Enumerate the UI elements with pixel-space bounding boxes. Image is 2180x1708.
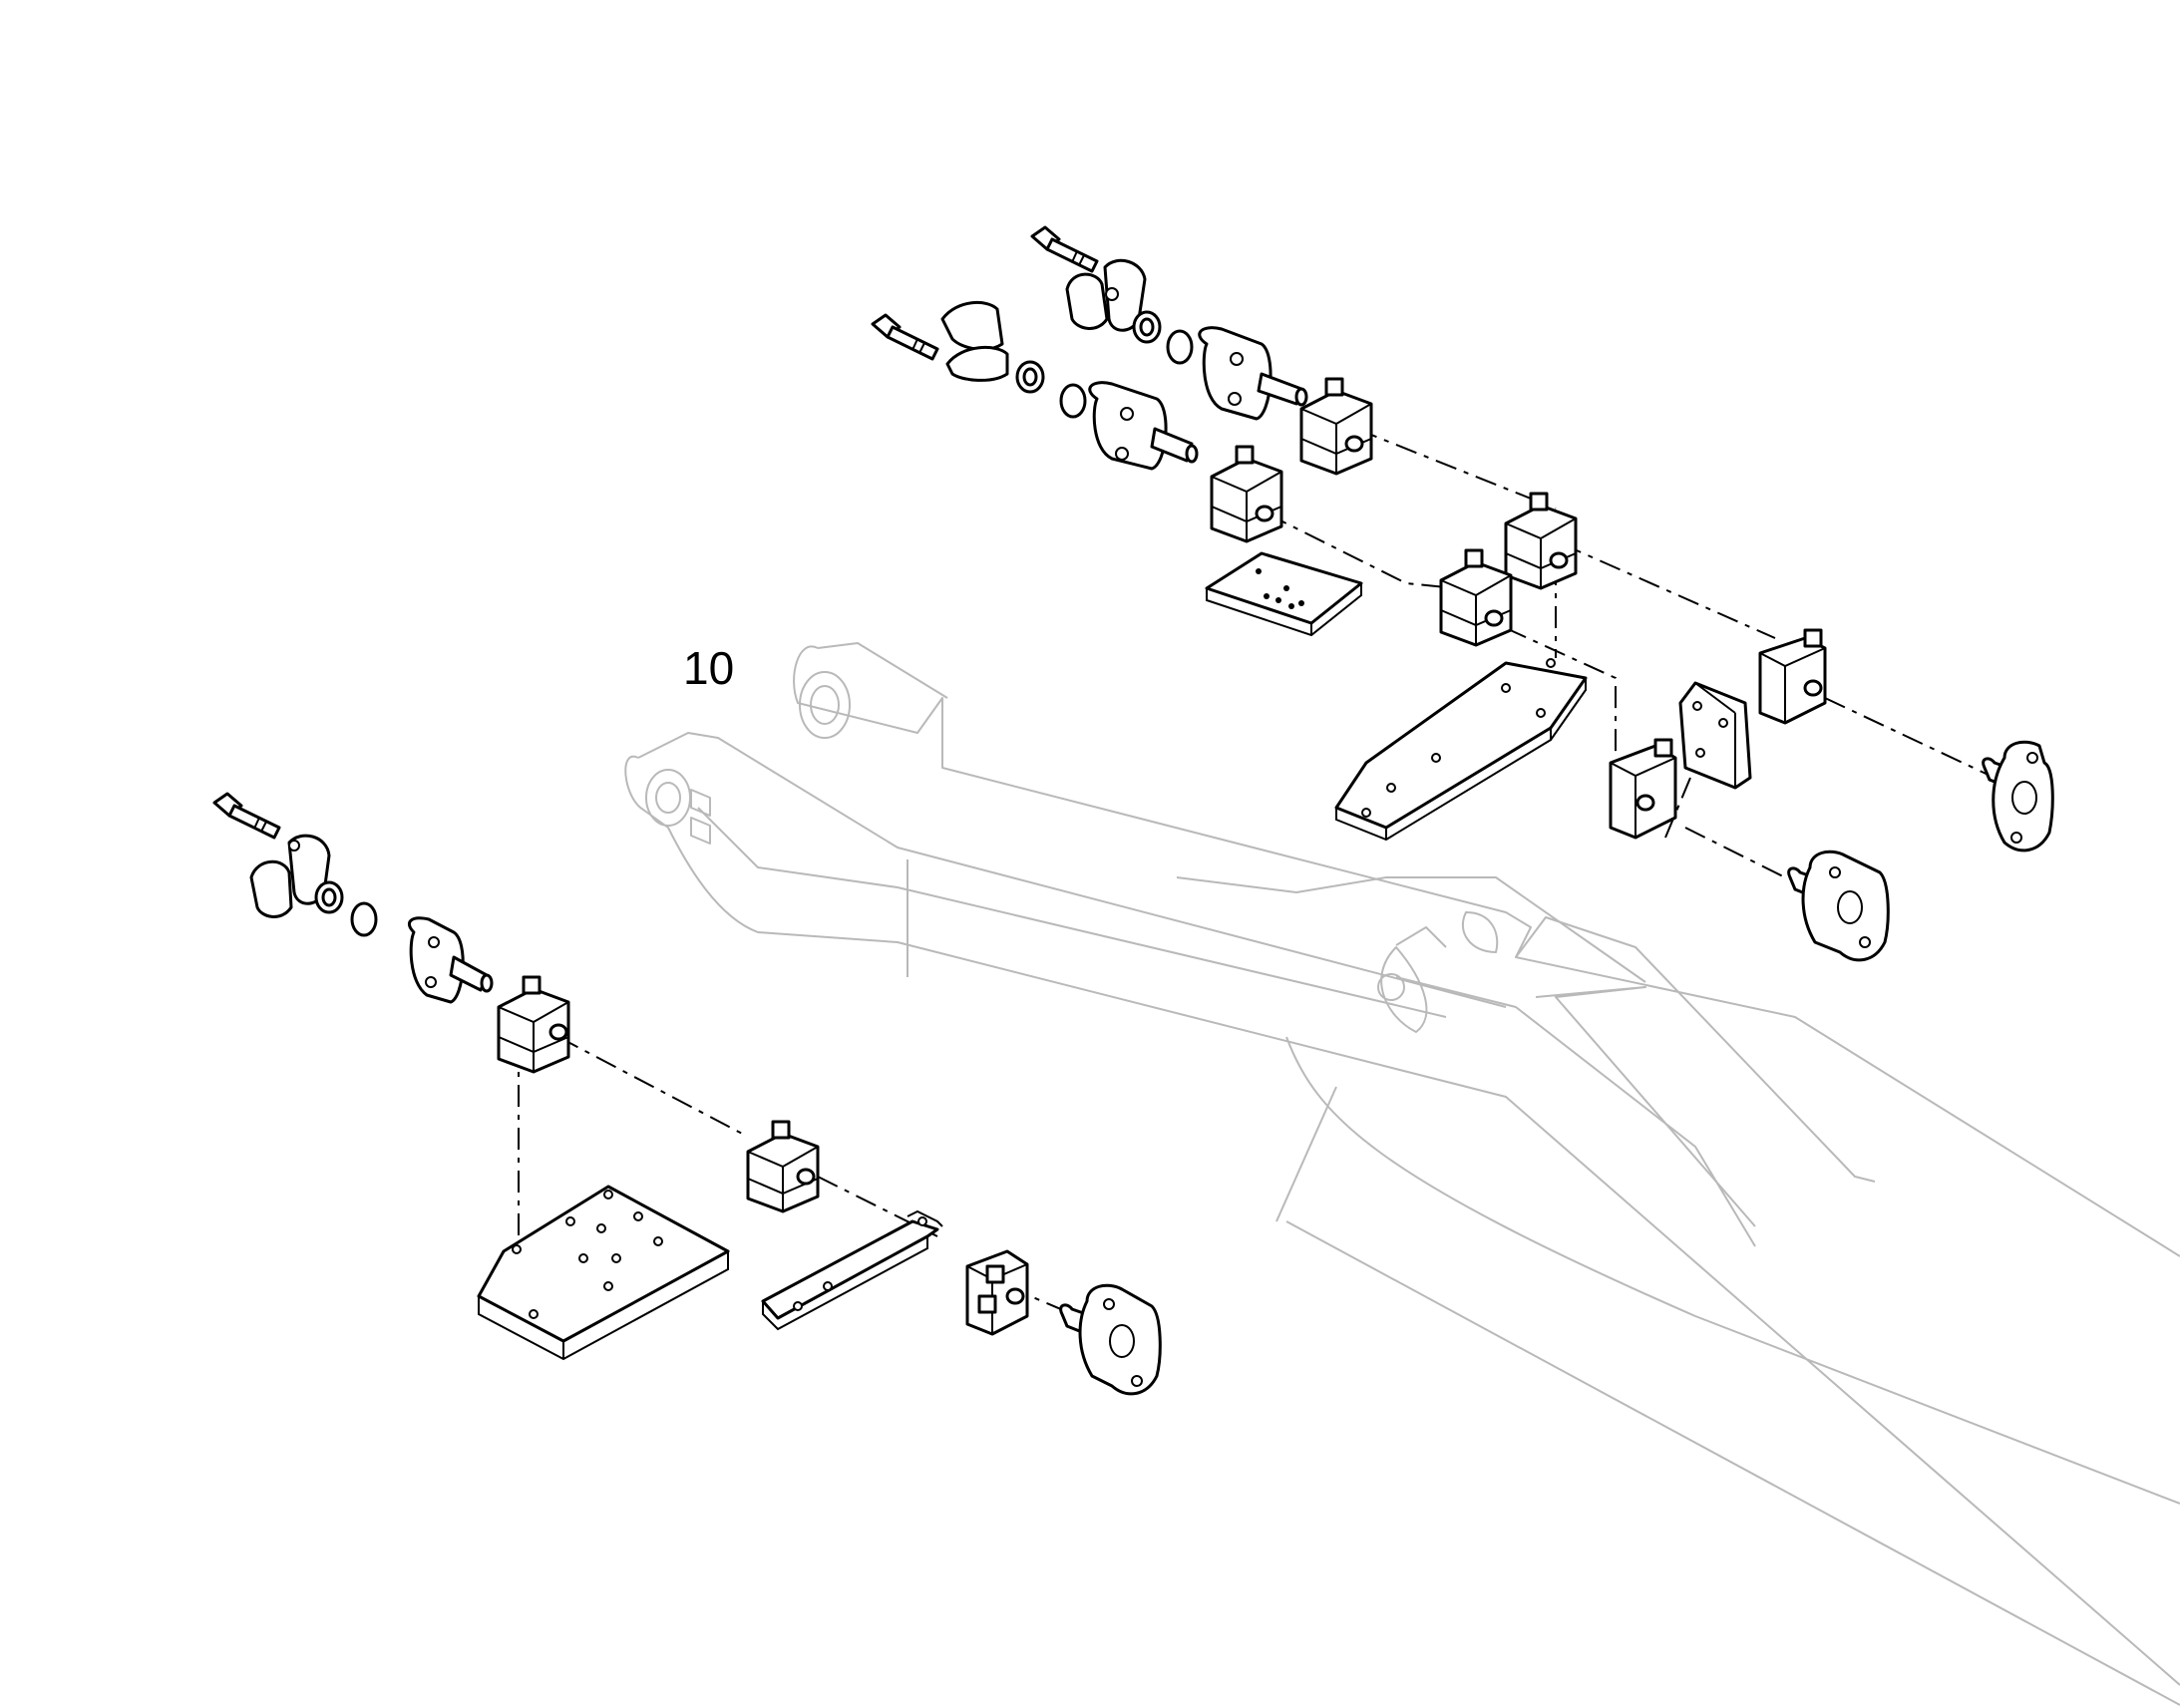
boom-arm	[624, 642, 2180, 1706]
bolt-lower	[212, 792, 281, 840]
o-ring-1	[1166, 329, 1194, 365]
end-flange-right-lower	[1787, 850, 1890, 962]
mounting-bracket-long	[1334, 658, 1588, 842]
lower-group	[212, 792, 1162, 1396]
clamp-block-6	[1609, 738, 1677, 840]
clamp-block-7	[497, 975, 570, 1074]
callout-label: 10	[683, 642, 734, 694]
mounting-bracket-lower	[761, 1209, 943, 1331]
clamp-block-1	[1299, 377, 1373, 476]
mounting-plate-large	[477, 1185, 730, 1361]
flange-tube-upper-left	[1088, 381, 1199, 471]
clamp-block-8	[746, 1120, 820, 1213]
end-flange-lower	[1059, 1283, 1162, 1396]
o-ring-2	[1059, 383, 1087, 419]
clamp-block-2	[1210, 445, 1283, 543]
mounting-plate-small	[1205, 551, 1363, 637]
split-flange-right	[1065, 258, 1147, 332]
end-flange-right-upper	[1982, 740, 2054, 853]
clamp-block-4	[1439, 548, 1513, 647]
bolt-upper-left	[871, 313, 939, 361]
backing-plate	[1678, 681, 1752, 790]
o-ring-3	[350, 901, 378, 937]
clamp-block-5	[1758, 628, 1827, 725]
split-flange-left	[940, 300, 1009, 382]
flange-tube-upper-right	[1198, 326, 1308, 421]
clamp-block-3	[1504, 492, 1578, 590]
clamp-block-9	[965, 1249, 1029, 1336]
upper-group	[871, 225, 2054, 962]
flange-tube-lower	[408, 916, 494, 1004]
bolt-upper-right	[1030, 225, 1099, 273]
